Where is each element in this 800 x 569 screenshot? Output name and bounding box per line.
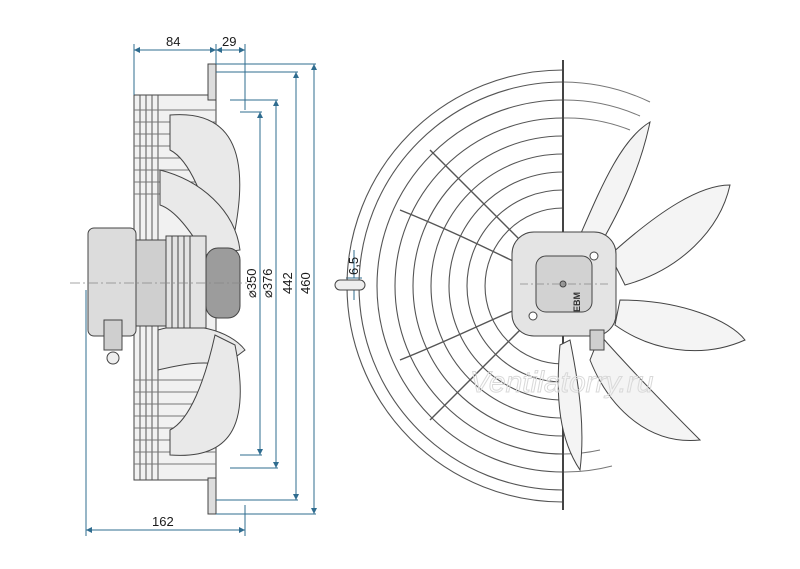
mounting-foot-left bbox=[334, 279, 366, 291]
dim-29: 29 bbox=[222, 34, 236, 49]
dim-84: 84 bbox=[166, 34, 180, 49]
side-view bbox=[70, 63, 250, 515]
dim-350-value: 350 bbox=[244, 268, 259, 290]
watermark: Ventilatorry.ru bbox=[470, 366, 654, 399]
front-view bbox=[334, 60, 746, 510]
hub bbox=[511, 231, 617, 351]
grille-spokes bbox=[399, 149, 521, 421]
diameter-symbol: ⌀ bbox=[260, 290, 275, 298]
dim-376: ⌀376 bbox=[260, 268, 275, 298]
diameter-symbol: ⌀ bbox=[244, 290, 259, 298]
dimension-lines bbox=[85, 44, 362, 536]
dim-hole: 6,5 bbox=[346, 257, 361, 275]
dim-460: 460 bbox=[298, 272, 313, 294]
motor-body bbox=[87, 227, 241, 365]
side-blades bbox=[157, 114, 246, 456]
dim-442: 442 bbox=[280, 272, 295, 294]
logo-text: EBM bbox=[572, 292, 582, 312]
front-blades bbox=[557, 120, 746, 472]
grille-rings bbox=[346, 69, 564, 503]
mounting-lugs bbox=[207, 63, 217, 515]
dimension-arrows bbox=[86, 47, 317, 533]
dim-162: 162 bbox=[152, 514, 174, 529]
dim-350: ⌀350 bbox=[244, 268, 259, 298]
dim-376-value: 376 bbox=[260, 268, 275, 290]
